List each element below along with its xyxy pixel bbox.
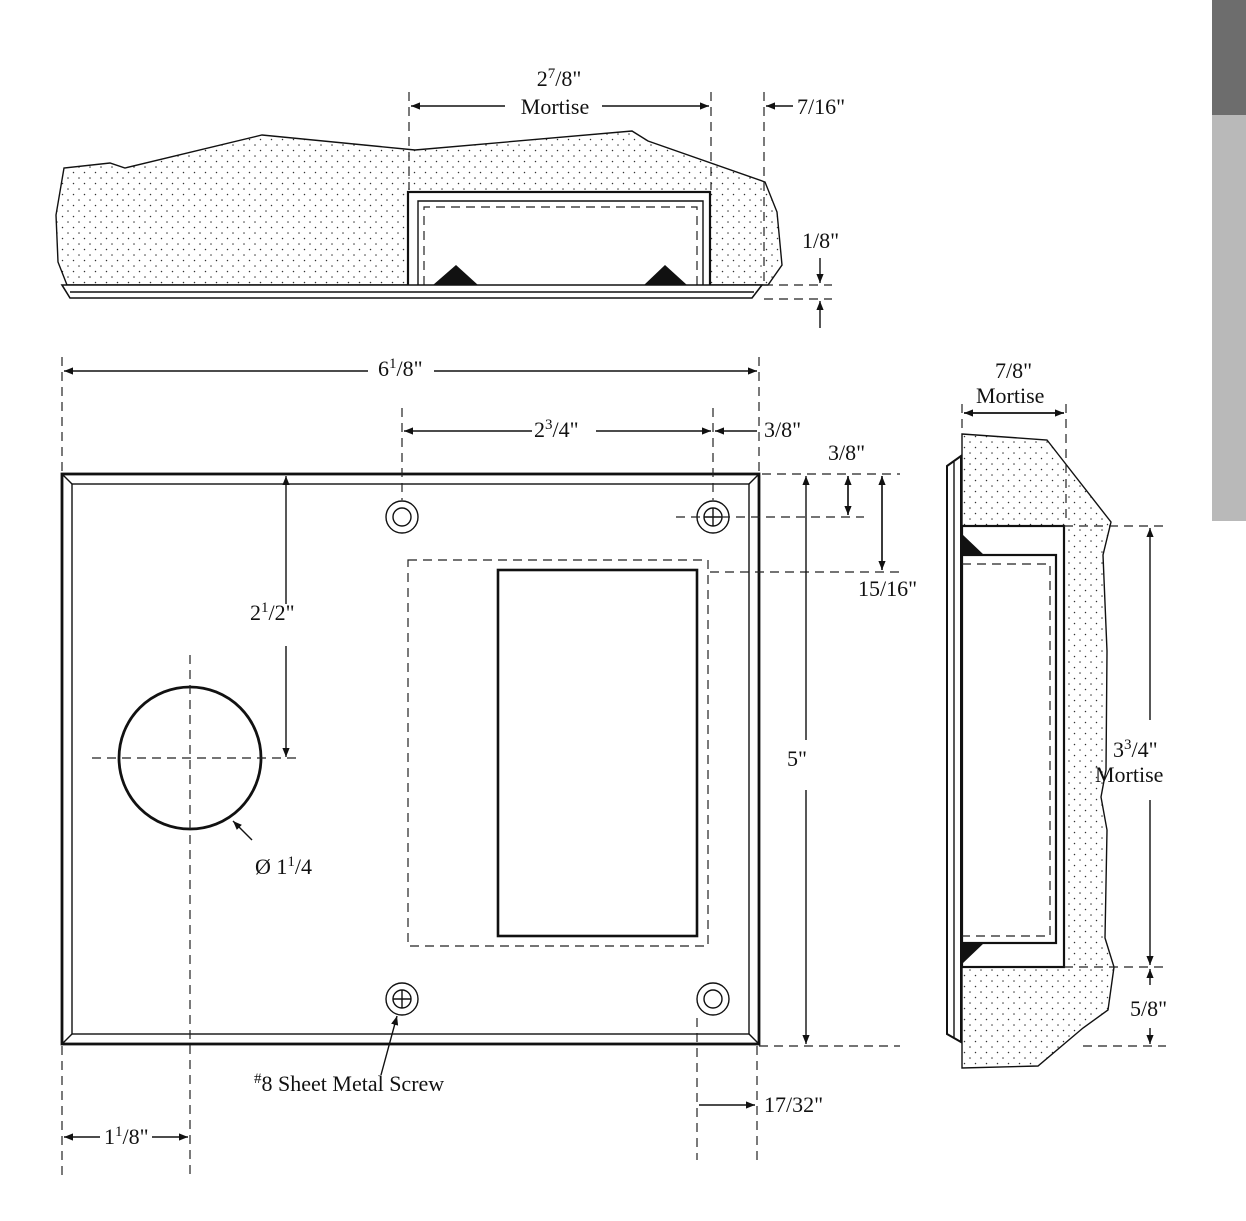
- screw-spacing-label: 23/4": [534, 417, 579, 442]
- side-dimensions: 7/8" Mortise 33/4" Mortise 5/8": [961, 358, 1167, 1047]
- screw-top-offset-label: 3/8": [828, 440, 865, 465]
- mortise-top-offset-label: 15/16": [858, 576, 917, 601]
- screw-hole-bottom-right: [696, 982, 730, 1016]
- screw-hole-top-left: [385, 500, 419, 534]
- overall-width-label: 61/8": [378, 356, 423, 381]
- side-box-inner: [960, 553, 1058, 945]
- top-mortise-width-label: 27/8": [537, 66, 582, 91]
- screw-edge-offset-label: 3/8": [764, 417, 801, 442]
- hole-diameter-label: Ø 11/4: [255, 854, 312, 879]
- top-section-view: [55, 130, 783, 299]
- side-section-view: [946, 433, 1115, 1069]
- mortise-dashed-outline: [407, 559, 709, 947]
- side-mortise-height-label: 33/4": [1113, 737, 1158, 762]
- overall-height-label: 5": [787, 746, 807, 771]
- side-mortise-depth-label: 7/8": [995, 358, 1032, 383]
- screw-callout-label: #8 Sheet Metal Screw: [254, 1071, 444, 1096]
- top-box-inner: [417, 200, 704, 285]
- side-bottom-wedge: [962, 943, 984, 964]
- page-edge-tab-dark: [1212, 0, 1246, 115]
- top-edge-offset-label: 7/16": [797, 94, 845, 119]
- latch-opening: [496, 568, 699, 938]
- top-mortise-word: Mortise: [521, 94, 589, 119]
- plate-thickness-label: 1/8": [802, 228, 839, 253]
- top-dimensions: 27/8" Mortise 7/16" 1/8": [408, 66, 845, 328]
- faceplate-bevel: [71, 483, 750, 1035]
- screw-hole-bottom-left: [385, 982, 419, 1016]
- hole-center-label: 21/2": [250, 600, 295, 625]
- side-mortise-word-2: Mortise: [1095, 762, 1163, 787]
- front-view: [60, 472, 761, 1175]
- side-mortise-word: Mortise: [976, 383, 1044, 408]
- front-dimensions: 61/8" 23/4" 3/8" 3/8" 15/16" 21/2" 5" Ø …: [61, 356, 917, 1175]
- side-top-wedge: [962, 534, 984, 555]
- hole-edge-label: 11/8": [104, 1124, 149, 1149]
- page-edge-tab-light: [1212, 115, 1246, 521]
- side-box-dashed: [962, 563, 1051, 937]
- top-box-dashed: [423, 206, 698, 285]
- top-left-wedge: [433, 265, 478, 285]
- top-right-wedge: [644, 265, 687, 285]
- side-bottom-offset-label: 5/8": [1130, 996, 1167, 1021]
- right-edge-offset-label: 17/32": [764, 1092, 823, 1117]
